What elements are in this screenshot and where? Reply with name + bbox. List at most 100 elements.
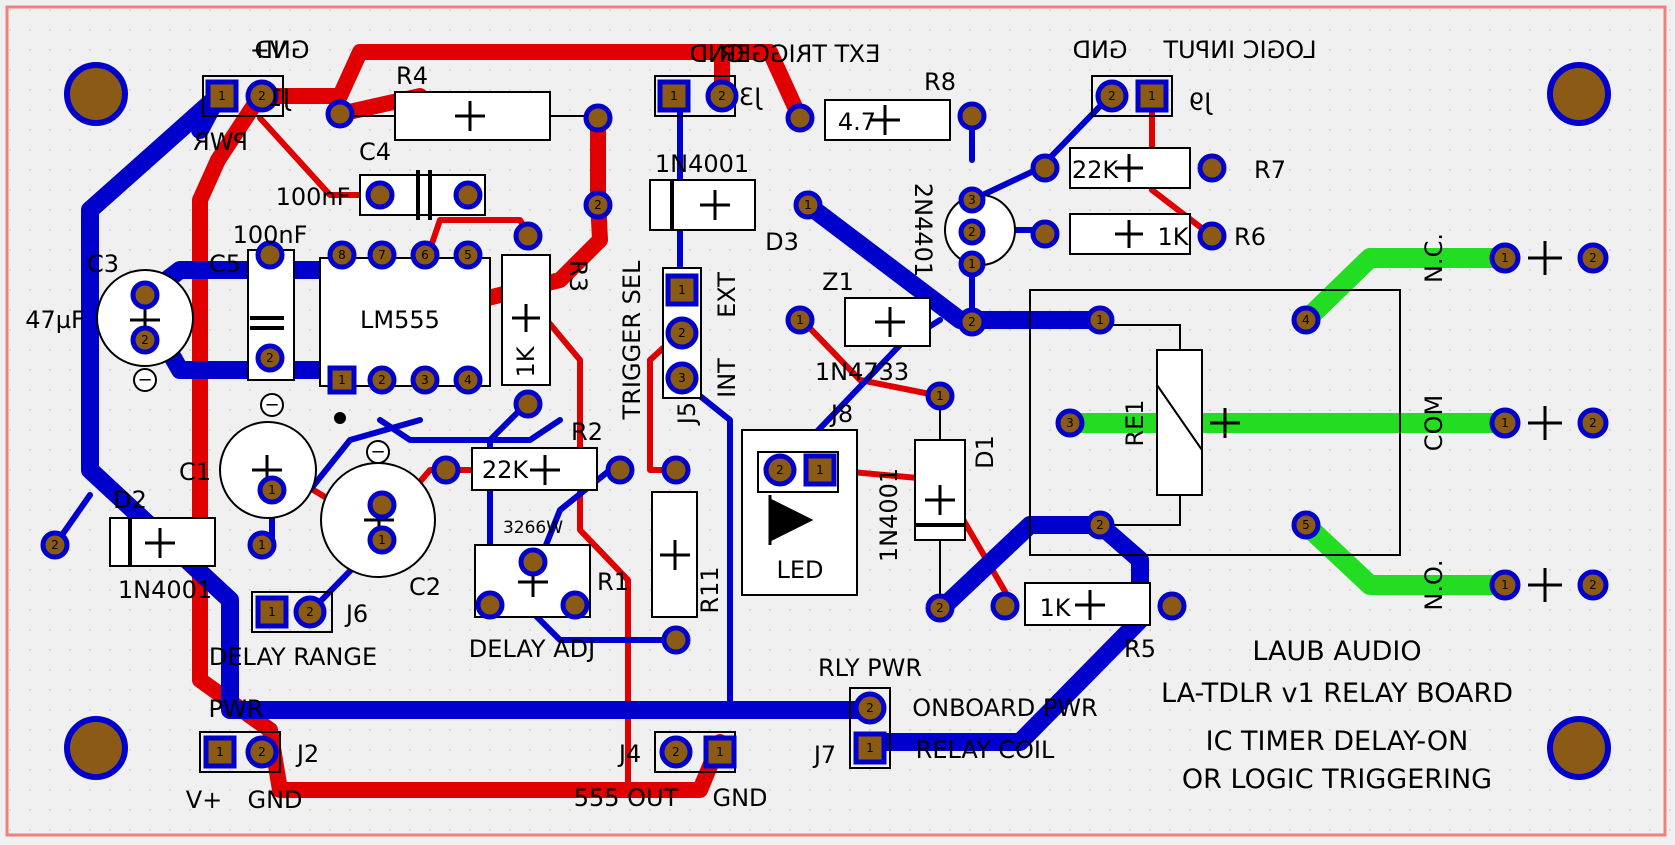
pin-label: 2 <box>266 351 274 365</box>
d3-body <box>649 179 756 231</box>
pad-round: 2 <box>763 453 797 487</box>
pin-label: 3 <box>968 193 976 207</box>
d2-value: 1N4001 <box>118 576 212 604</box>
pin-label: 2 <box>1589 416 1597 430</box>
ic-label: LM555 <box>360 306 440 334</box>
c4-label: C4 <box>359 138 391 166</box>
c4-value: 100nF <box>276 183 351 211</box>
pin-label: 1 <box>258 538 266 552</box>
com-label: COM <box>1420 395 1448 451</box>
pad-square: 1 <box>657 79 691 113</box>
board-outline <box>5 5 1667 837</box>
pin-label: 5 <box>464 248 472 262</box>
pin-label: 7 <box>378 248 386 262</box>
r3-value: 1K <box>512 345 540 377</box>
mounting-hole <box>1547 62 1611 126</box>
pin-label: 2 <box>678 326 686 340</box>
pin-label: 1 <box>1501 578 1509 592</box>
pin-label: 1 <box>968 257 976 271</box>
r2-value: 22K <box>482 456 530 484</box>
c3-label: C3 <box>87 250 119 278</box>
trigger-sel-label: TRIGGER SEL <box>618 260 646 420</box>
pad-square: 1 <box>205 79 239 113</box>
relay-coil-label: RELAY COIL <box>916 736 1055 764</box>
plus-marks <box>130 101 1562 620</box>
pin-label: 2 <box>258 89 266 103</box>
pin-label: 8 <box>338 248 346 262</box>
pin-label: 4 <box>1302 313 1310 327</box>
r8-value: 4.7 <box>838 108 876 136</box>
z1-value: 1N4733 <box>815 358 909 386</box>
r6-value: 1K <box>1157 223 1189 251</box>
ext-trigger-label: EXT TRIGGER <box>720 40 881 68</box>
j6-label: J6 <box>344 600 368 628</box>
mounting-hole <box>1547 716 1611 780</box>
pad-round: 2 <box>245 735 279 769</box>
j7-label: J7 <box>812 741 836 769</box>
pin-label: 2 <box>1589 578 1597 592</box>
pad-square: 1 <box>803 453 837 487</box>
pad-round: 2 <box>853 691 887 725</box>
c1-label: C1 <box>179 458 211 486</box>
r11-body <box>651 491 698 618</box>
pin-label: 1 <box>796 313 804 327</box>
r1-label: R1 <box>597 568 629 596</box>
j6-body <box>251 591 333 633</box>
pin-label: 1 <box>936 389 944 403</box>
no-label: N.O. <box>1420 559 1448 610</box>
pin-label: 1 <box>268 483 276 497</box>
pin-label: 2 <box>258 745 266 759</box>
pin-label: 1 <box>338 373 346 387</box>
pad-round: 2 <box>705 79 739 113</box>
j1-gnd-label: GND <box>254 36 309 64</box>
pin-label: 1 <box>716 745 724 759</box>
r5-value: 1K <box>1039 594 1071 622</box>
delay-adj-label: DELAY ADJ <box>469 635 595 663</box>
j8-label: J8 <box>829 400 853 428</box>
pad-square: 1 <box>853 731 887 765</box>
j5-label: J5 <box>673 402 701 426</box>
minus-label: − <box>264 395 279 416</box>
c5-value: 100nF <box>233 221 308 249</box>
led-label: LED <box>776 556 823 584</box>
silk-text: V+ J1 PWR GND EXT TRIGGER GND J3 GND LOG… <box>25 36 1513 814</box>
pot-value: 3266W <box>503 518 563 538</box>
pin-label: 2 <box>968 315 976 329</box>
j9-label: J9 <box>1189 88 1213 116</box>
mounting-holes <box>64 62 1611 780</box>
pad-round: 2 <box>659 735 693 769</box>
title-line-2: LA-TDLR v1 RELAY BOARD <box>1161 678 1513 709</box>
pin-label: 1 <box>1096 313 1104 327</box>
r5-body <box>1024 582 1151 626</box>
d3-value: 1N4001 <box>655 150 749 178</box>
c3-value: 47µF <box>25 306 85 334</box>
z1-label: Z1 <box>822 268 854 296</box>
pin-label: 2 <box>378 373 386 387</box>
mounting-hole <box>64 62 128 126</box>
title-line-4: OR LOGIC TRIGGERING <box>1182 764 1492 795</box>
j1-vplus-label: V+ <box>250 36 287 64</box>
pin-label: 1 <box>678 283 686 297</box>
pads: 1 2 1 2 2 1 2 1 1 2 1 2 2 1 2 1 1 2 3 <box>40 79 1609 769</box>
pad-round: 2 <box>1095 79 1129 113</box>
pin-label: 1 <box>866 741 874 755</box>
j8-body <box>757 451 839 493</box>
pin-label: 2 <box>141 333 149 347</box>
pad-round: 2 <box>665 316 699 350</box>
pad-square: 1 <box>665 273 699 307</box>
pad-square: 1 <box>255 595 289 629</box>
pin-label: 2 <box>866 701 874 715</box>
pin-label: 2 <box>1096 518 1104 532</box>
ext-label: EXT <box>713 272 741 318</box>
j1-body <box>202 75 284 117</box>
j2-label: J2 <box>295 740 319 768</box>
r3-label: R3 <box>564 260 592 292</box>
pin-label: 3 <box>678 371 686 385</box>
pin-label: 1 <box>1501 251 1509 265</box>
r2-label: R2 <box>571 418 603 446</box>
d2-label: D2 <box>113 486 147 514</box>
pin-label: 2 <box>51 538 59 552</box>
re1-label: RE1 <box>1121 399 1149 446</box>
pin-label: 2 <box>306 605 314 619</box>
